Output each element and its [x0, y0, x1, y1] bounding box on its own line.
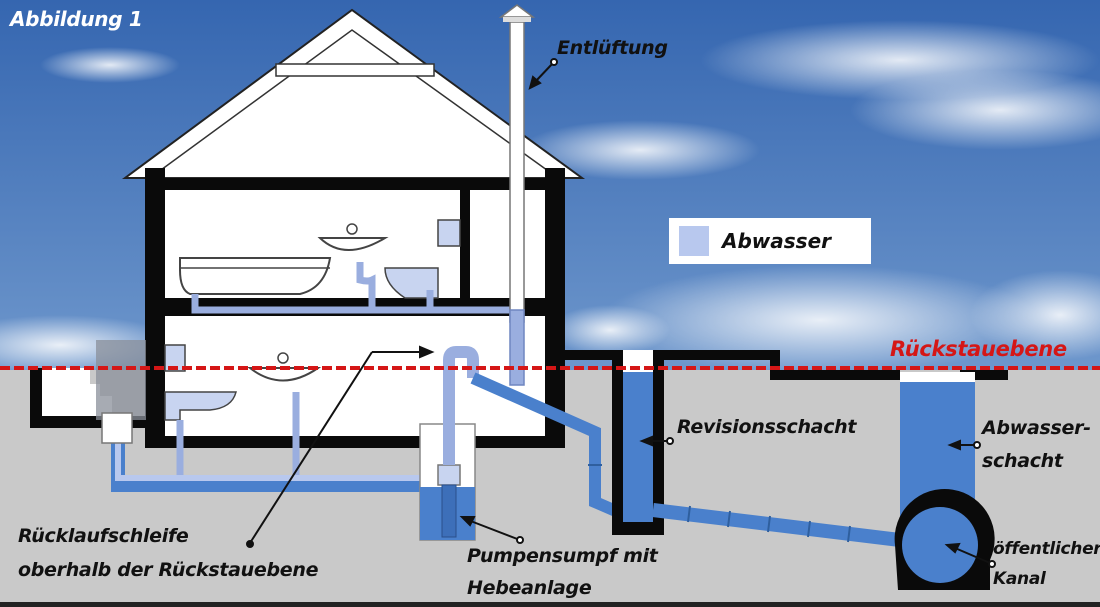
backflow-level-label: Rückstauebene: [890, 337, 1067, 361]
clouds: [0, 20, 1100, 375]
backflow-loop-pipe: [443, 346, 628, 521]
legend-label: Abwasser: [722, 229, 832, 253]
upper-sink: [317, 223, 389, 251]
floor-drain: [101, 412, 133, 444]
vent-label: Entlüftung: [557, 37, 668, 59]
loop-label-line1: Rücklaufschleife: [18, 525, 189, 547]
pointer-lines: [246, 58, 996, 568]
upper-toilet: [384, 219, 461, 299]
pump-label-line1: Pumpensumpf mit: [467, 545, 658, 567]
legend: Abwasser: [669, 218, 871, 264]
ground-floor-room: [165, 316, 545, 436]
figure-title: Abbildung 1: [10, 7, 143, 31]
bottom-border: [0, 602, 1100, 607]
sewer-connection-pipe: [652, 503, 901, 547]
sewage-shaft: [894, 372, 995, 590]
public-sewer-label-line1: öffentlicher: [993, 539, 1100, 559]
ground-toilet: [164, 344, 237, 421]
sewage-shaft-label-line2: schacht: [982, 450, 1063, 472]
sewage-shaft-label-line1: Abwasser-: [982, 417, 1091, 439]
upper-drain-pipes: [191, 262, 510, 314]
bathtub: [179, 257, 332, 295]
inspection-shaft-label: Revisionsschacht: [677, 416, 857, 438]
upper-floor-side: [470, 190, 545, 298]
public-sewer-label-line2: Kanal: [993, 569, 1046, 589]
public-sewer: [902, 507, 978, 583]
pump-label-line2: Hebeanlage: [467, 577, 592, 599]
legend-swatch-wastewater: [679, 226, 709, 256]
pipe-joints: [588, 464, 851, 543]
yard-walls: [565, 350, 1008, 380]
loop-label-line2: oberhalb der Rückstauebene: [18, 559, 319, 581]
